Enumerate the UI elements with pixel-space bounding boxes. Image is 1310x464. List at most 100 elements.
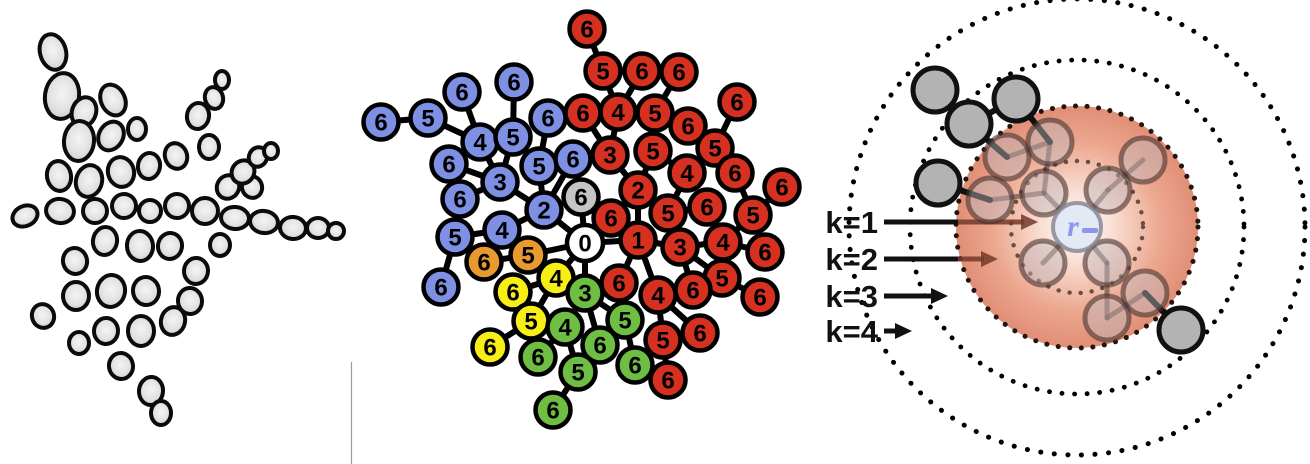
- tree-node: 5: [519, 146, 559, 186]
- tree-node: 5: [702, 258, 742, 298]
- tree-node-label: 6: [442, 152, 455, 179]
- tree-node: 6: [762, 167, 802, 207]
- tree-node-circle: [435, 217, 475, 257]
- faded-cell-node: [1082, 293, 1132, 343]
- tree-node-circle: [533, 390, 573, 430]
- yeast-cell: [96, 119, 126, 153]
- tree-node-circle: [545, 307, 585, 347]
- yeast-cell: [326, 221, 346, 241]
- tree-node-circle: [561, 177, 601, 217]
- ring-k4: [846, 0, 1308, 458]
- tree-node-label: 6: [635, 59, 648, 86]
- yeast-cell: [149, 399, 173, 427]
- tree-node-label: 2: [537, 198, 550, 225]
- tree-node: 6: [361, 102, 401, 142]
- tree-node-circle: [470, 327, 510, 367]
- tree-node: 6: [580, 325, 620, 365]
- k-arrow-head: [931, 288, 948, 304]
- tree-node-circle: [659, 52, 699, 92]
- yeast-cell: [262, 141, 280, 161]
- tree-node-circle: [482, 210, 522, 250]
- yeast-cell: [136, 375, 166, 407]
- k-arrow-head: [895, 323, 912, 339]
- tree-node: 5: [435, 217, 475, 257]
- tree-node-label: 4: [549, 266, 563, 293]
- tree-node-label: 6: [566, 147, 579, 174]
- tree-node-circle: [599, 263, 639, 303]
- tree-node: 5: [648, 193, 688, 233]
- tree-node: 5: [733, 195, 773, 235]
- tree-node-label: 6: [661, 368, 674, 395]
- tree-node-circle: [687, 187, 727, 227]
- tree-node-circle: [564, 222, 606, 264]
- tree-node-circle: [745, 232, 785, 272]
- k-label: k=4: [825, 314, 878, 349]
- yeast-cell: [124, 229, 156, 263]
- tree-node-label: 6: [541, 106, 554, 133]
- yeast-cell: [94, 273, 128, 309]
- tree-node-label: 6: [531, 345, 544, 372]
- tree-node: 6: [599, 263, 639, 303]
- focal-cell-node: [1051, 201, 1103, 253]
- tree-node-label: 3: [673, 235, 686, 262]
- tree-node-label: 5: [448, 225, 461, 252]
- yeast-cell: [90, 225, 120, 257]
- tree-node-circle: [643, 320, 683, 360]
- tree-node-label: 4: [651, 283, 665, 310]
- tree-node-circle: [717, 82, 757, 122]
- yeast-cell: [60, 246, 90, 276]
- tree-node-label: 6: [775, 175, 788, 202]
- tree-node: 6: [518, 337, 558, 377]
- tree-node: 4: [482, 210, 522, 250]
- ring-k1: [1008, 158, 1146, 296]
- faded-cell-node: [1120, 268, 1170, 318]
- tree-node-label: 6: [593, 333, 606, 360]
- yeast-cell: [44, 159, 74, 193]
- tree-node: 6: [687, 187, 727, 227]
- tree-node-circle: [695, 128, 735, 168]
- tree-node: 6: [673, 270, 713, 310]
- yeast-cell: [67, 330, 91, 356]
- tree-node: 6: [464, 242, 504, 282]
- tree-node: 5: [605, 300, 645, 340]
- tree-node-label: 6: [477, 250, 490, 277]
- yeast-cell: [135, 151, 163, 181]
- tree-node-label: 6: [604, 206, 617, 233]
- tree-node-label: 5: [715, 266, 728, 293]
- tree-node-label: 5: [646, 139, 659, 166]
- tree-node: 6: [553, 139, 593, 179]
- tree-node: 5: [493, 117, 533, 157]
- yeast-cell: [208, 232, 232, 258]
- tree-node-label: 5: [506, 125, 519, 152]
- yeast-cell: [197, 133, 221, 161]
- tree-node-label: 6: [753, 285, 766, 312]
- tree-node: 2: [524, 190, 564, 230]
- yeast-cell: [130, 275, 162, 307]
- faded-cell-node: [1025, 117, 1075, 167]
- tree-node-label: 6: [576, 101, 589, 128]
- k-label: k=1: [825, 205, 878, 240]
- tree-node-circle: [408, 98, 448, 138]
- tree-node: 6: [745, 232, 785, 272]
- yeast-cell: [61, 280, 91, 312]
- tree-node: 5: [583, 51, 623, 91]
- yeast-cell: [137, 198, 163, 224]
- yeast-cell: [219, 204, 251, 232]
- tree-node-label: 5: [571, 360, 584, 387]
- yeast-cell: [105, 155, 137, 189]
- tree-node-label: 5: [661, 201, 674, 228]
- tree-node-circle: [493, 117, 533, 157]
- tree-node-label: 5: [618, 308, 631, 335]
- tree-node-label: 6: [758, 240, 771, 267]
- tree-node-label: 5: [524, 309, 537, 336]
- tree-node: 6: [615, 345, 655, 385]
- faded-cell-node: [1019, 168, 1069, 218]
- faded-edge: [987, 190, 1047, 203]
- yeast-cell: [163, 192, 191, 220]
- neighborhood-rings-panel: rk=1k=2k=3k=4: [825, 0, 1308, 458]
- tree-node: 5: [408, 98, 448, 138]
- yeast-cell: [81, 197, 109, 225]
- tree-node-circle: [563, 93, 603, 133]
- tree-node: 4: [536, 258, 576, 298]
